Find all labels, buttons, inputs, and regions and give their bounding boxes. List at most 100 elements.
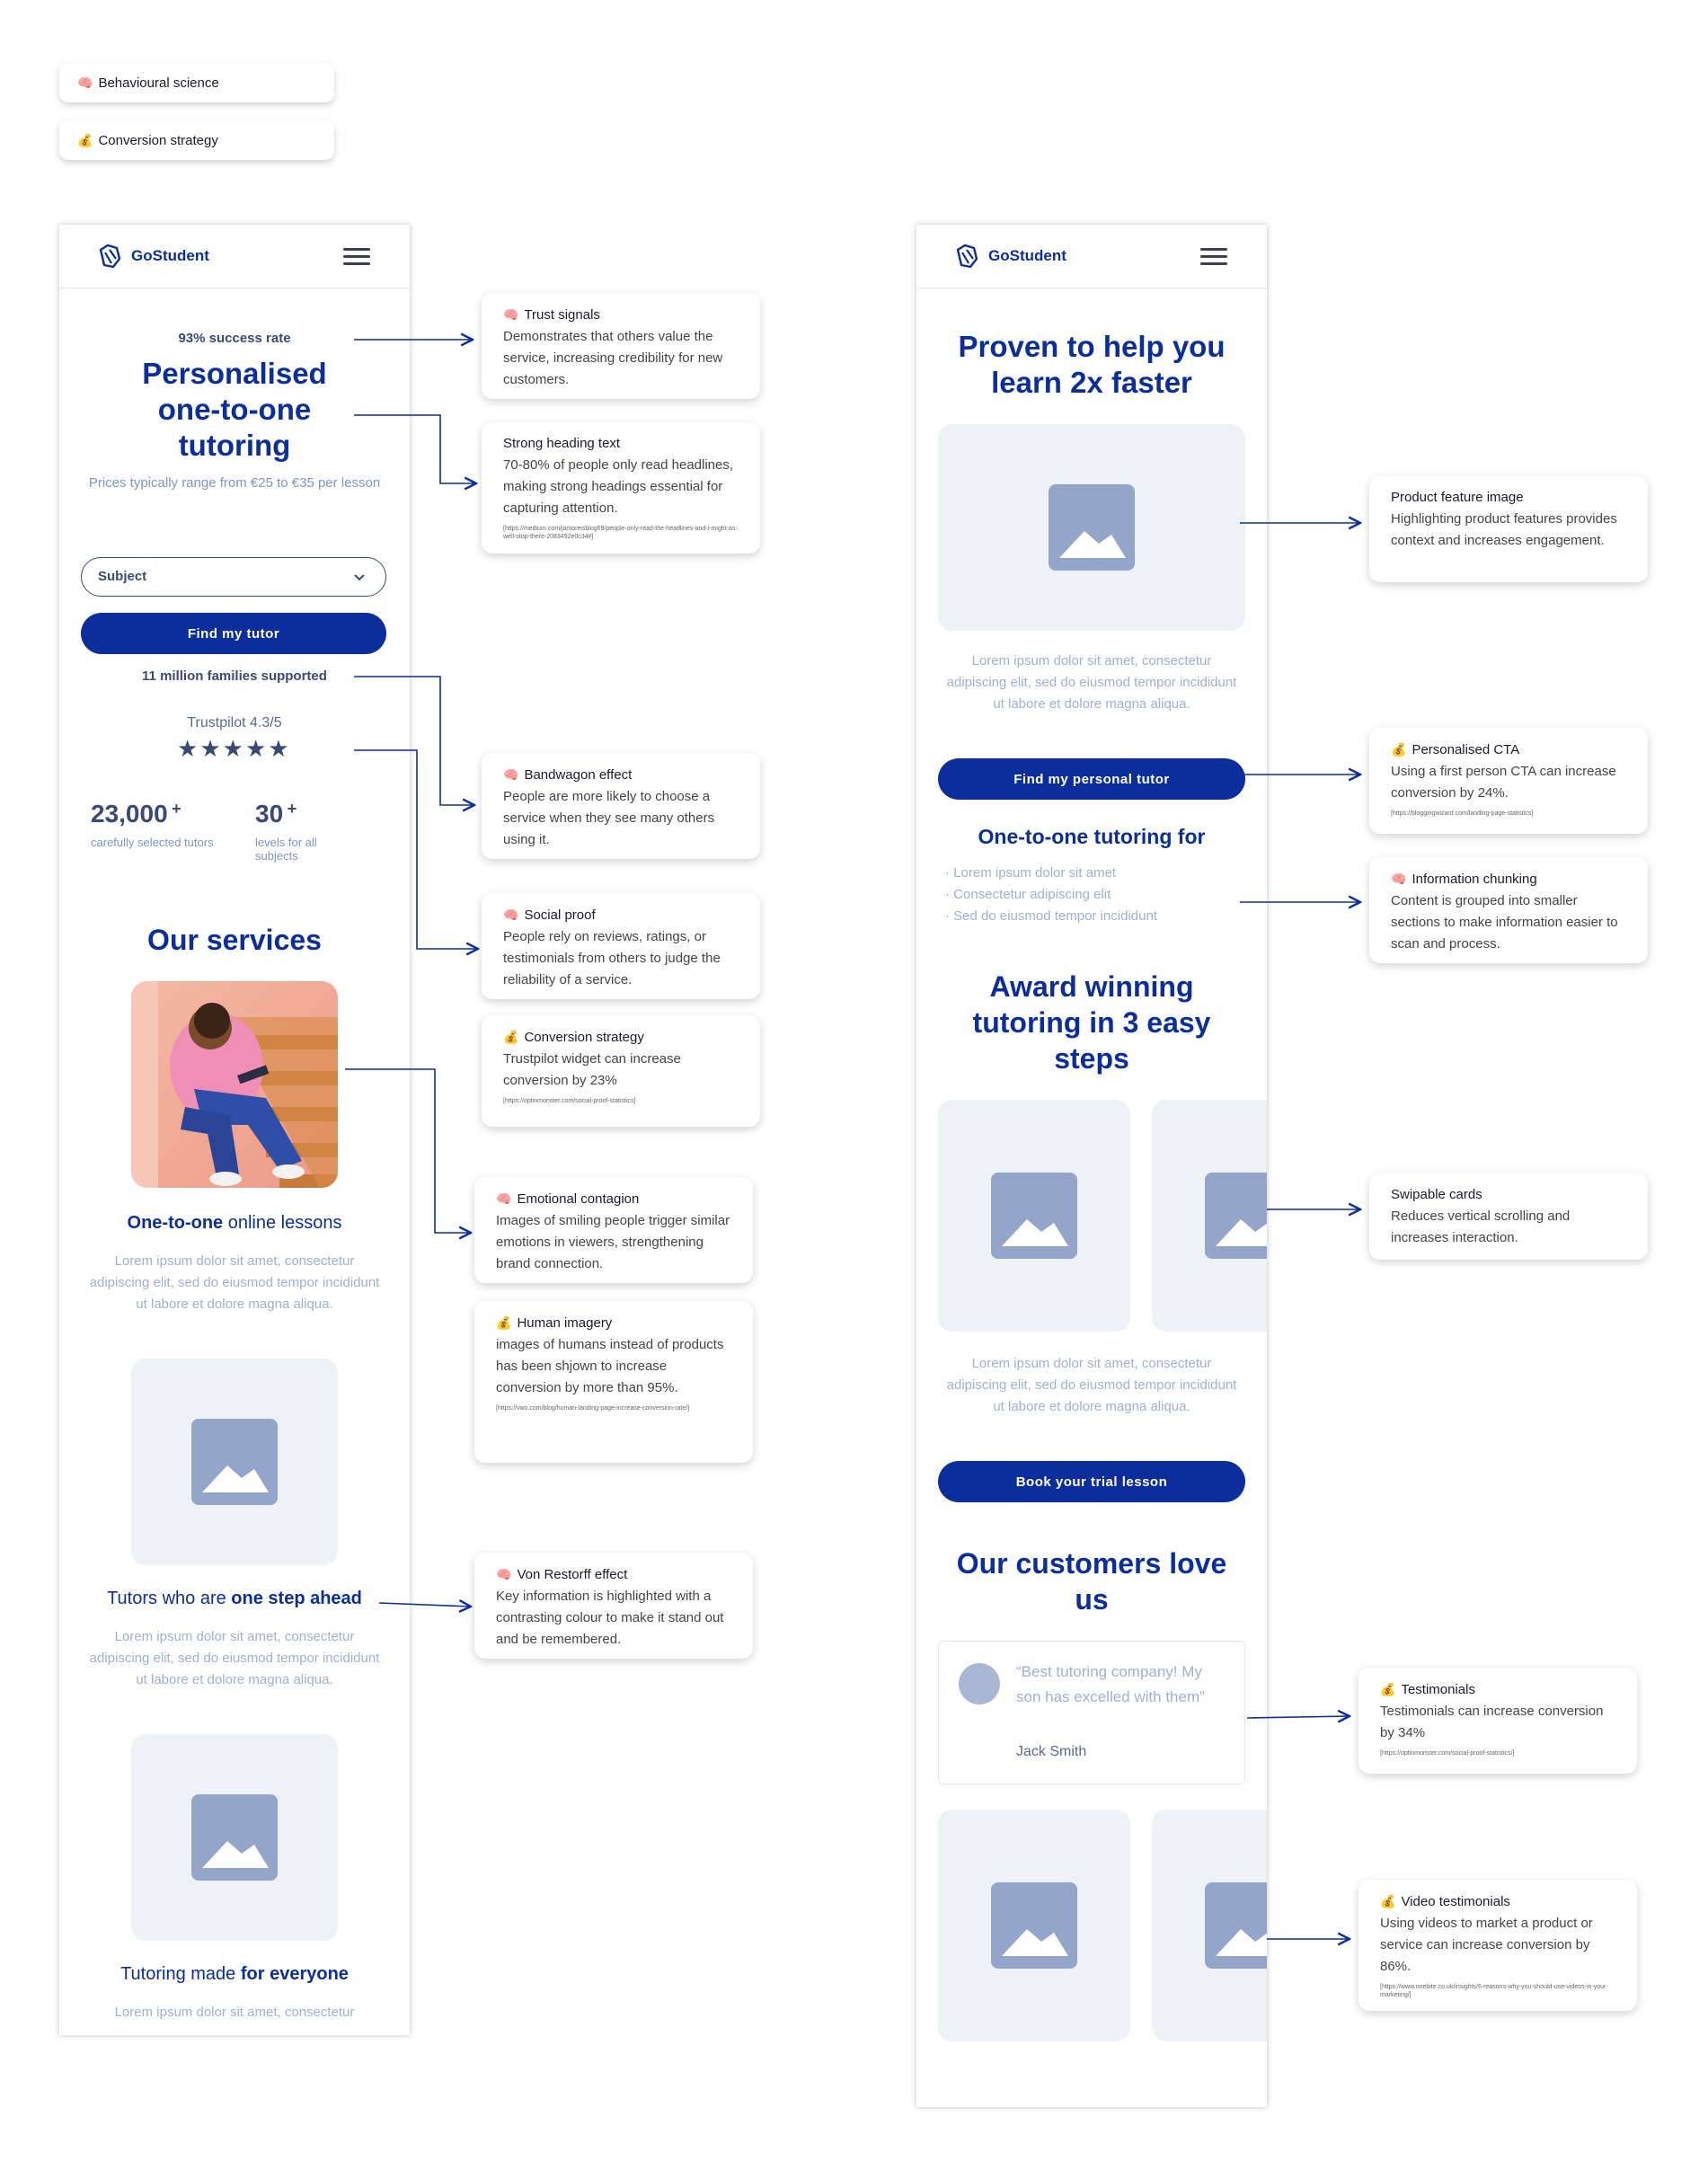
stat-tutors-label: carefully selected tutors [91, 836, 214, 849]
subject-placeholder: Subject [98, 569, 147, 584]
right-phone-mockup: GoStudent Proven to help you learn 2x fa… [916, 225, 1267, 2107]
stat-levels-plus: + [287, 800, 297, 818]
note-body: Using videos to market a product or serv… [1380, 1916, 1593, 1974]
subject-select[interactable]: Subject [81, 557, 386, 597]
find-tutor-button[interactable]: Find my tutor [81, 613, 386, 654]
note-body: People rely on reviews, ratings, or test… [503, 929, 721, 987]
star-icon: ★ [268, 735, 291, 762]
video-testimonial-card[interactable] [1152, 1810, 1267, 2041]
star-icon: ★ [244, 735, 269, 762]
note-source: [https://vwo.com/blog/human-landing-page… [496, 1405, 690, 1412]
image-placeholder-icon [191, 1794, 278, 1881]
logo-icon [99, 243, 121, 269]
testimonial-card: “Best tutoring company! My son has excel… [938, 1641, 1245, 1784]
money-bag-icon: 💰 [1380, 1894, 1396, 1908]
product-description: Lorem ipsum dolor sit amet, consectetur … [946, 653, 1237, 712]
note-title: Swipable cards [1391, 1187, 1482, 1202]
stat-tutors-plus: + [172, 800, 181, 818]
student-image [131, 981, 338, 1188]
hamburger-menu-icon[interactable] [343, 248, 370, 266]
note-emotional-contagion: 🧠Emotional contagion Images of smiling p… [474, 1177, 753, 1283]
list-item: · Sed do eiusmod tempor incididunt [945, 908, 1157, 924]
money-bag-icon: 💰 [496, 1315, 512, 1330]
brain-icon: 🧠 [77, 75, 93, 90]
header: GoStudent [916, 225, 1267, 288]
note-personalised-cta: 💰Personalised CTA Using a first person C… [1369, 728, 1648, 834]
note-body: Images of smiling people trigger similar… [496, 1213, 730, 1271]
service-online-description: Lorem ipsum dolor sit amet, consectetur … [89, 1253, 380, 1312]
logo-text: GoStudent [131, 247, 209, 264]
note-body: Highlighting product features provides c… [1391, 511, 1617, 548]
features-title: One-to-one tutoring for [978, 825, 1206, 848]
video-testimonial-card[interactable] [938, 1810, 1130, 2041]
note-body: Reduces vertical scrolling and increases… [1391, 1208, 1571, 1245]
note-title: Emotional contagion [517, 1191, 640, 1207]
note-title: Conversion strategy [524, 1030, 644, 1045]
star-icon: ★ [177, 735, 200, 762]
note-title: Bandwagon effect [524, 767, 633, 783]
service-everyone-description: Lorem ipsum dolor sit amet, consectetur [114, 2005, 355, 2020]
service-for-everyone-prefix: Tutoring made [120, 1964, 236, 1984]
stat-levels-number: 30 [255, 800, 284, 828]
find-personal-tutor-button[interactable]: Find my personal tutor [938, 758, 1245, 800]
note-title: Von Restorff effect [517, 1567, 628, 1582]
logo-icon [956, 243, 978, 269]
service-image-placeholder [131, 1734, 338, 1941]
gostudent-logo[interactable]: GoStudent [952, 241, 1066, 271]
service-image-placeholder [131, 1359, 338, 1565]
note-title: Social proof [524, 907, 596, 923]
note-product-feature: Product feature image Highlighting produ… [1369, 476, 1648, 582]
success-rate: 93% success rate [178, 331, 291, 346]
gostudent-logo[interactable]: GoStudent [95, 241, 209, 271]
note-body: Content is grouped into smaller sections… [1391, 893, 1618, 952]
logo-text: GoStudent [988, 247, 1066, 264]
swipe-card[interactable] [1152, 1100, 1267, 1332]
note-testimonials: 💰Testimonials Testimonials can increase … [1358, 1668, 1637, 1774]
note-title: Video testimonials [1401, 1894, 1510, 1909]
hero-headline: Personalised one-to-one tutoring [142, 357, 327, 462]
families-supported: 11 million families supported [142, 668, 327, 684]
legend-conversion: 💰 Conversion strategy [59, 120, 334, 160]
image-placeholder-icon [991, 1173, 1077, 1259]
note-body: People are more likely to choose a servi… [503, 789, 715, 847]
testimonial-quote: “Best tutoring company! My son has excel… [1016, 1663, 1205, 1705]
note-title: Testimonials [1401, 1682, 1475, 1697]
stat-tutors-number: 23,000 [91, 800, 168, 828]
note-trust-signals: 🧠Trust signals Demonstrates that others … [482, 293, 760, 399]
product-feature-image [938, 424, 1245, 631]
steps-title: Award winning tutoring in 3 easy steps [972, 970, 1211, 1075]
note-body: images of humans instead of products has… [496, 1337, 724, 1395]
note-von-restorff: 🧠Von Restorff effect Key information is … [474, 1553, 753, 1659]
swipe-card[interactable] [938, 1100, 1130, 1332]
note-source: [https://medium.com/jamoreisblog69/peopl… [503, 526, 738, 540]
image-placeholder-icon [1049, 484, 1135, 571]
brain-icon: 🧠 [1391, 872, 1407, 886]
note-body: Using a first person CTA can increase co… [1391, 764, 1616, 801]
star-rating: ★★★★★ [177, 735, 291, 763]
note-title: Strong heading text [503, 436, 621, 451]
header: GoStudent [59, 225, 410, 288]
book-trial-button[interactable]: Book your trial lesson [938, 1461, 1245, 1502]
stat-tutors: 23,000 + carefully selected tutors [91, 800, 217, 849]
note-source: [https://www.onebite.co.uk/insights/6-re… [1380, 1984, 1608, 1998]
note-body: Demonstrates that others value the servi… [503, 329, 723, 387]
note-title: Information chunking [1412, 872, 1537, 887]
chevron-down-icon [354, 574, 365, 581]
note-video-testimonials: 💰 Video testimonials Using videos to mark… [1358, 1880, 1637, 2011]
customers-title: Our customers love us [956, 1547, 1227, 1616]
image-placeholder-icon [1205, 1882, 1267, 1969]
note-title: Product feature image [1391, 490, 1524, 505]
trustpilot-rating: Trustpilot 4.3/5 [187, 715, 282, 730]
proven-headline: Proven to help you learn 2x faster [958, 330, 1226, 399]
legend-behavioural: 🧠 Behavioural science [59, 63, 334, 102]
avatar [959, 1663, 1000, 1704]
brain-icon: 🧠 [503, 767, 519, 782]
testimonial-author: Jack Smith [1016, 1744, 1087, 1759]
service-tutors-description: Lorem ipsum dolor sit amet, consectetur … [89, 1629, 380, 1687]
hamburger-menu-icon[interactable] [1200, 248, 1227, 266]
note-title: Human imagery [517, 1315, 613, 1331]
note-bandwagon: 🧠 Bandwagon effect People are more likely… [482, 753, 760, 859]
brain-icon: 🧠 [503, 307, 519, 322]
smiling-student-photo [131, 981, 338, 1188]
note-swipable-cards: Swipable cards Reduces vertical scrollin… [1369, 1173, 1648, 1260]
